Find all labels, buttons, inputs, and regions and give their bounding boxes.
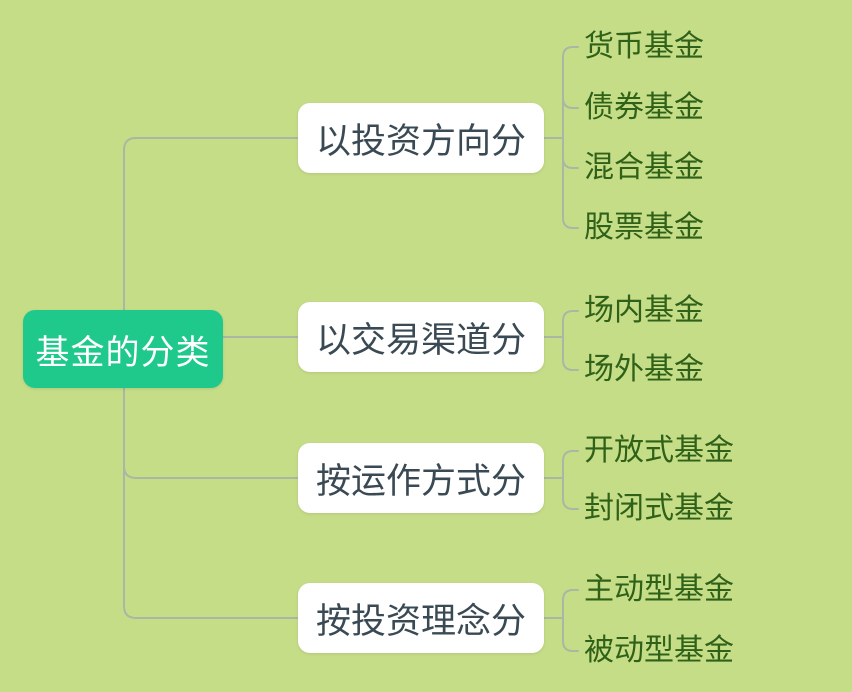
leaf-node-3-1[interactable]: 开放式基金	[584, 434, 734, 467]
leaf-node-1-3[interactable]: 混合基金	[584, 151, 704, 184]
leaf-node-3-2[interactable]: 封闭式基金	[584, 492, 734, 525]
root-node[interactable]: 基金的分类	[23, 310, 223, 388]
leaf-node-4-2[interactable]: 被动型基金	[584, 634, 734, 667]
branch-node-4[interactable]: 按投资理念分	[298, 583, 544, 653]
leaf-node-1-1[interactable]: 货币基金	[584, 30, 704, 63]
connector-line	[562, 97, 579, 109]
leaf-node-1-4[interactable]: 股票基金	[584, 211, 704, 244]
connector-line	[562, 157, 579, 169]
branch-node-1[interactable]: 以投资方向分	[298, 103, 544, 173]
branch-node-2[interactable]: 以交易渠道分	[298, 302, 544, 372]
connector-line	[562, 310, 579, 371]
connector-line	[123, 465, 299, 479]
connector-line	[562, 589, 579, 652]
leaf-node-2-2[interactable]: 场外基金	[584, 353, 704, 386]
leaf-node-2-1[interactable]: 场内基金	[584, 294, 704, 327]
leaf-node-1-2[interactable]: 债券基金	[584, 91, 704, 124]
connector-line	[562, 46, 579, 229]
leaf-node-4-1[interactable]: 主动型基金	[584, 573, 734, 606]
connector-line	[562, 450, 579, 510]
branch-node-3[interactable]: 按运作方式分	[298, 443, 544, 513]
